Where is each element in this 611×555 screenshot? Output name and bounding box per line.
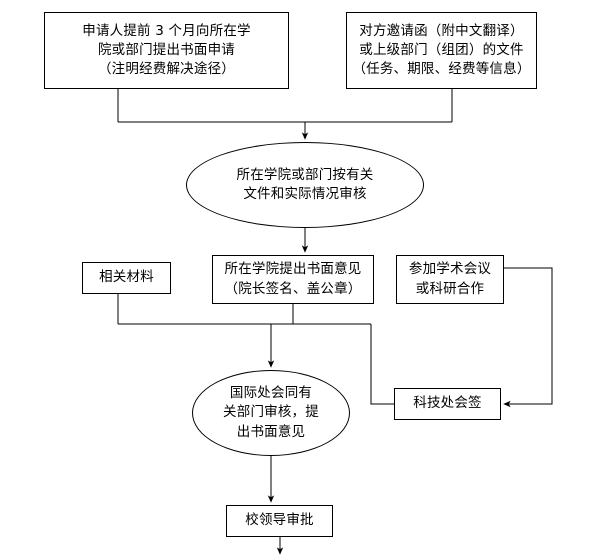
node-attend-conference: 参加学术会议 或科研合作 <box>396 255 504 304</box>
connector-conference-to-sttsign <box>503 267 553 408</box>
node-college-review-label: 所在学院或部门按有关 文件和实际情况审核 <box>236 166 374 202</box>
node-applicant-written-application: 申请人提前 3 个月向所在学 院或部门提出书面申请 （注明经费解决途径） <box>44 12 289 89</box>
node-science-tech-office-sign-label: 科技处会签 <box>413 395 482 412</box>
node-applicant-written-application-label: 申请人提前 3 个月向所在学 院或部门提出书面申请 （注明经费解决途径） <box>82 22 251 78</box>
node-college-written-opinion-label: 所在学院提出书面意见 （院长签名、盖公章） <box>224 261 362 297</box>
node-college-written-opinion: 所在学院提出书面意见 （院长签名、盖公章） <box>212 255 374 304</box>
node-international-office-review: 国际处会同有 关部门审核，提 出书面意见 <box>192 370 350 456</box>
node-related-materials: 相关材料 <box>82 262 171 294</box>
node-invitation-letter: 对方邀请函（附中文翻译） 或上级部门（组团）的文件 （任务、期限、经费等信息） <box>346 12 537 89</box>
node-college-review: 所在学院或部门按有关 文件和实际情况审核 <box>186 142 424 228</box>
node-science-tech-office-sign: 科技处会签 <box>394 388 501 420</box>
node-school-leader-approval-label: 校领导审批 <box>245 512 314 529</box>
node-international-office-review-label: 国际处会同有 关部门审核，提 出书面意见 <box>223 385 319 440</box>
node-invitation-letter-label: 对方邀请函（附中文翻译） 或上级部门（组团）的文件 （任务、期限、经费等信息） <box>352 22 531 78</box>
connector-merge-to-sttsign <box>370 324 394 405</box>
node-school-leader-approval: 校领导审批 <box>226 505 333 537</box>
node-attend-conference-label: 参加学术会议 或科研合作 <box>408 261 492 297</box>
node-related-materials-label: 相关材料 <box>99 269 154 286</box>
